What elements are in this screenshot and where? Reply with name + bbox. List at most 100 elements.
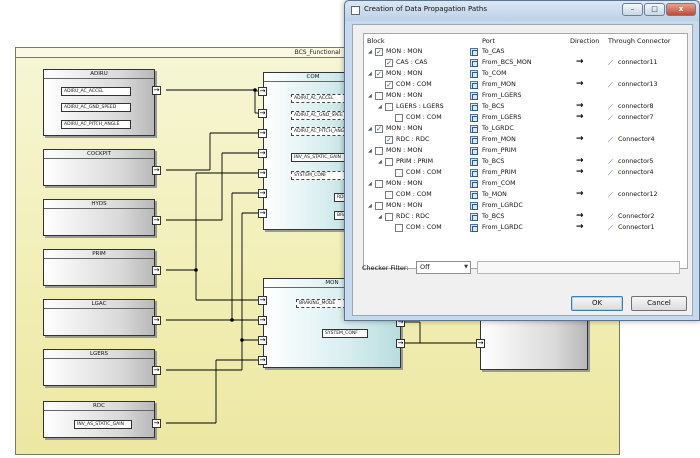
row-checkbox[interactable]: [375, 180, 383, 188]
row-checkbox[interactable]: [395, 114, 403, 122]
com-port-inv-as-static-gain[interactable]: INV_AS_STATIC_GAIN: [291, 153, 351, 162]
block-lgers[interactable]: LGERS: [43, 349, 155, 386]
row-checkbox[interactable]: [395, 224, 403, 232]
expand-triangle-icon[interactable]: ◢: [368, 148, 372, 154]
row-block: COM : COM: [406, 169, 442, 176]
row-checkbox[interactable]: ✓: [385, 59, 393, 67]
mon-out-port-2[interactable]: →: [396, 339, 405, 348]
expand-triangle-icon[interactable]: ◢: [378, 104, 382, 110]
column-block[interactable]: Block: [367, 37, 385, 45]
dialog-titlebar[interactable]: Creation of Data Propagation Paths – □ x: [345, 1, 699, 21]
adiru-out-port[interactable]: →: [152, 86, 161, 95]
column-direction[interactable]: Direction: [570, 37, 600, 45]
minimize-button[interactable]: –: [622, 3, 643, 16]
block-hyds[interactable]: HYDS: [43, 199, 155, 236]
expand-triangle-icon[interactable]: ◢: [368, 49, 372, 55]
maximize-button[interactable]: □: [644, 3, 665, 16]
row-checkbox[interactable]: [375, 147, 383, 155]
cancel-button[interactable]: Cancel: [631, 296, 687, 311]
expand-triangle-icon[interactable]: ◢: [368, 181, 372, 187]
block-cockpit[interactable]: COCKPIT: [43, 149, 155, 186]
com-in-port-4[interactable]: →: [258, 149, 267, 158]
lgac-out-port[interactable]: →: [152, 316, 161, 325]
mon-in-port-1[interactable]: →: [258, 296, 267, 305]
row-checkbox[interactable]: [385, 158, 393, 166]
cockpit-out-port[interactable]: →: [152, 166, 161, 175]
row-checkbox[interactable]: [385, 103, 393, 111]
rdc-out-port[interactable]: →: [152, 419, 161, 428]
expand-triangle-icon[interactable]: ◢: [378, 159, 382, 165]
row-checkbox[interactable]: ✓: [375, 70, 383, 78]
mon-port-system-conf[interactable]: SYSTEM_CONF: [322, 329, 368, 338]
ok-button[interactable]: OK: [571, 296, 623, 311]
port-inv-as-static-gain[interactable]: INV_AS_STATIC_GAIN: [74, 420, 132, 429]
expand-triangle-icon[interactable]: ◢: [368, 71, 372, 77]
row-port: To_COM: [482, 70, 507, 77]
com-in-port-6[interactable]: →: [258, 189, 267, 198]
lgers-out-port[interactable]: →: [152, 366, 161, 375]
block-prim[interactable]: PRIM: [43, 249, 155, 286]
row-checkbox[interactable]: [375, 92, 383, 100]
com-in-port-1[interactable]: →: [258, 87, 267, 96]
com-port-adiru-ac-gnd-speed[interactable]: ADIRU_AC_GND_SPEE: [291, 111, 351, 120]
mon-in-port-3[interactable]: →: [258, 336, 267, 345]
com-in-port-7[interactable]: →: [258, 209, 267, 218]
row-checkbox[interactable]: ✓: [375, 125, 383, 133]
com-port-system-conf[interactable]: SYSTEM_CONF: [291, 171, 351, 180]
port-adiru-ac-pitch-angle[interactable]: ADIRU_AC_PITCH_ANGLE: [61, 120, 131, 129]
row-checkbox[interactable]: [375, 202, 383, 210]
com-in-port-5[interactable]: →: [258, 169, 267, 178]
expand-triangle-icon[interactable]: ◢: [368, 126, 372, 132]
port-icon: [470, 147, 478, 155]
propagation-tree[interactable]: Block Port Direction Through Connector ◢…: [363, 33, 688, 269]
checker-filter-select[interactable]: Off ▼: [416, 261, 471, 274]
row-checkbox[interactable]: ✓: [385, 136, 393, 144]
row-checkbox[interactable]: ✓: [385, 81, 393, 89]
hyds-out-port[interactable]: →: [152, 216, 161, 225]
close-button[interactable]: x: [666, 3, 696, 16]
block-external[interactable]: [480, 318, 588, 370]
expand-triangle-icon[interactable]: ◢: [368, 93, 372, 99]
row-checkbox[interactable]: ✓: [375, 48, 383, 56]
mon-in-port-2[interactable]: →: [258, 316, 267, 325]
block-rdc[interactable]: RDC INV_AS_STATIC_GAIN: [43, 401, 155, 438]
column-port[interactable]: Port: [482, 37, 495, 45]
mon-in-port-4[interactable]: →: [258, 356, 267, 365]
row-checkbox[interactable]: [385, 191, 393, 199]
com-in-port-3[interactable]: →: [258, 129, 267, 138]
mon-port-braking-mode[interactable]: BRAKING_MODE: [296, 299, 346, 308]
block-lgac[interactable]: LGAC: [43, 299, 155, 336]
expand-triangle-icon[interactable]: ◢: [378, 214, 382, 220]
prim-out-port[interactable]: →: [152, 266, 161, 275]
com-in-port-2[interactable]: →: [258, 109, 267, 118]
com-port-adiru-ac-accel[interactable]: ADIRU_AC_ACCEL: [291, 94, 351, 103]
column-through-connector[interactable]: Through Connector: [608, 37, 671, 45]
checker-filter-text[interactable]: [477, 261, 680, 274]
port-icon: [470, 59, 478, 67]
external-in-port[interactable]: →: [476, 339, 485, 348]
row-checkbox[interactable]: [385, 213, 393, 221]
com-port-adiru-ac-pitch-angle[interactable]: ADIRU_AC_PITCH_ANG: [291, 127, 351, 136]
expand-triangle-icon[interactable]: ◢: [368, 203, 372, 209]
block-adiru[interactable]: ADIRU ADIRU_AC_ACCEL ADIRU_AC_GND_SPEED …: [43, 69, 155, 136]
port-adiru-ac-accel[interactable]: ADIRU_AC_ACCEL: [61, 87, 131, 96]
port-adiru-ac-gnd-speed[interactable]: ADIRU_AC_GND_SPEED: [61, 103, 131, 112]
row-checkbox[interactable]: [395, 169, 403, 177]
